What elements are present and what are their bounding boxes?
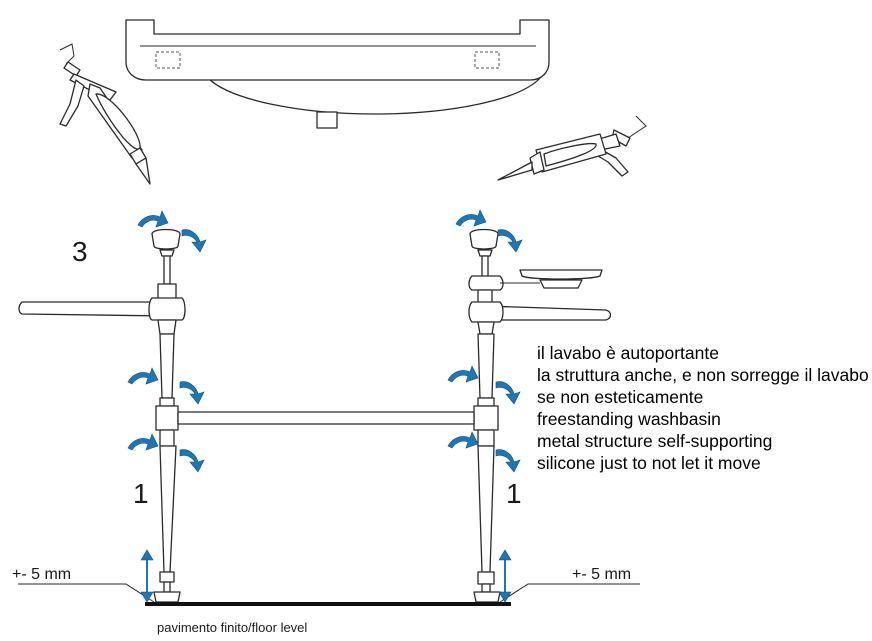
leg-number-right: 1 [506,478,522,509]
note-line: freestanding washbasin [537,409,721,429]
left-lower-leg [159,445,177,573]
tolerance-label-left: +- 5 mm [12,566,72,583]
leg-number-left: 1 [133,478,149,509]
soap-dish [519,269,603,280]
crossbar [177,411,475,425]
note-line: metal structure self-supporting [537,431,773,451]
step-number: 3 [72,236,88,267]
notes-block: il lavabo è autoportante la struttura an… [537,342,869,474]
right-foot [473,591,501,603]
tolerance-leader-right [499,583,640,603]
hidden-bracket-left [155,51,181,69]
tolerance-leader-left [18,583,155,603]
note-line: il lavabo è autoportante [537,343,719,363]
right-column [468,228,612,603]
floor-line [145,602,511,606]
note-line: la struttura anche, e non sorregge il la… [537,365,869,385]
right-lower-leg [477,445,495,573]
left-foot [153,591,181,603]
note-line: se non esteticamente [537,387,704,407]
left-top-knob [151,228,181,250]
height-adjust-arrow-right [498,549,512,603]
washbasin [125,19,550,129]
left-column [18,228,186,603]
silicone-gun-left-icon [59,43,151,185]
right-top-knob [469,228,499,250]
tolerance-label-right: +- 5 mm [572,566,632,583]
hidden-bracket-right [474,51,500,69]
height-adjust-arrow-left [140,549,154,603]
basin-rim [125,19,550,81]
note-line: silicone just to not let it move [537,453,761,473]
silicone-gun-right-icon [497,115,647,181]
floor-level-label: pavimento finito/floor level [157,620,308,635]
basin-drain [316,111,338,129]
basin-bowl [207,77,541,115]
left-shelf-arm [18,301,171,317]
right-shelf-arm [483,305,612,321]
